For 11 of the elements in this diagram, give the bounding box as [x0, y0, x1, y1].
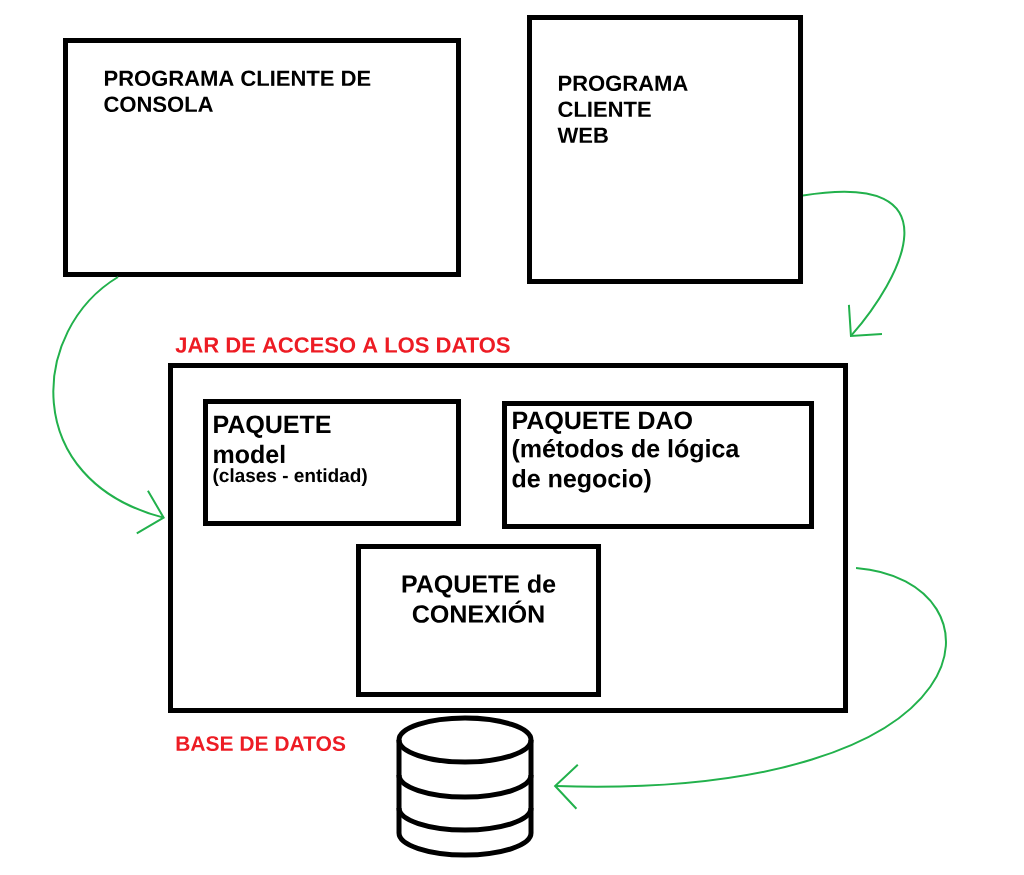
- package-box: PAQUETE de CONEXIÓN: [356, 544, 601, 697]
- arrow: [553, 567, 947, 810]
- node-label: JAR DE ACCESO A LOS DATOS: [175, 337, 510, 353]
- program-box: PROGRAMA CLIENTE WEB: [527, 15, 803, 284]
- program-box: PROGRAMA CLIENTE DE CONSOLA: [63, 38, 461, 277]
- arrow: [802, 190, 906, 337]
- package-box: PAQUETE DAO (métodos de lógica de negocio): [502, 401, 814, 529]
- package-box: PAQUETE model (clases - entidad): [203, 399, 461, 526]
- node-label: BASE DE DATOS: [176, 736, 346, 752]
- arrow: [52, 276, 165, 535]
- database-cylinder: [396, 715, 534, 858]
